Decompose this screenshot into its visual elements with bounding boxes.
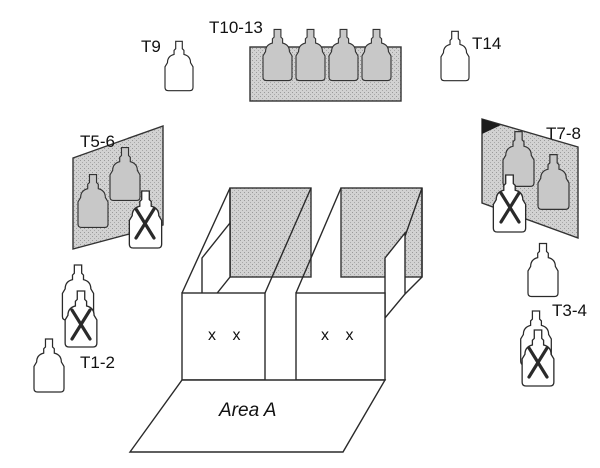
label-t5-6: T5-6 [80, 132, 115, 151]
room-left [181, 292, 266, 381]
target-group-t5-6 [72, 125, 164, 250]
target-right-single [527, 242, 559, 298]
panel-shadow-corner [482, 119, 501, 134]
target-group-t7-8 [481, 118, 579, 240]
label-t1-2: T1-2 [80, 353, 115, 372]
structure-back [181, 187, 423, 320]
target-group-t3-4 [520, 310, 555, 387]
room-left-marks: x x [208, 327, 247, 344]
room-right-marks: x x [321, 327, 360, 344]
target-group-t10-13 [249, 28, 402, 102]
target-t14 [440, 30, 470, 82]
area-a-floor [128, 379, 387, 453]
label-t7-8: T7-8 [546, 124, 581, 143]
room-right [295, 292, 386, 381]
target-group-t1-2 [33, 264, 98, 393]
label-t10-13: T10-13 [209, 18, 263, 37]
label-t9: T9 [141, 37, 161, 56]
label-t3-4: T3-4 [552, 301, 587, 320]
label-t14: T14 [472, 34, 502, 53]
target-t9 [164, 40, 194, 92]
area-a-label: Area A [219, 400, 277, 421]
